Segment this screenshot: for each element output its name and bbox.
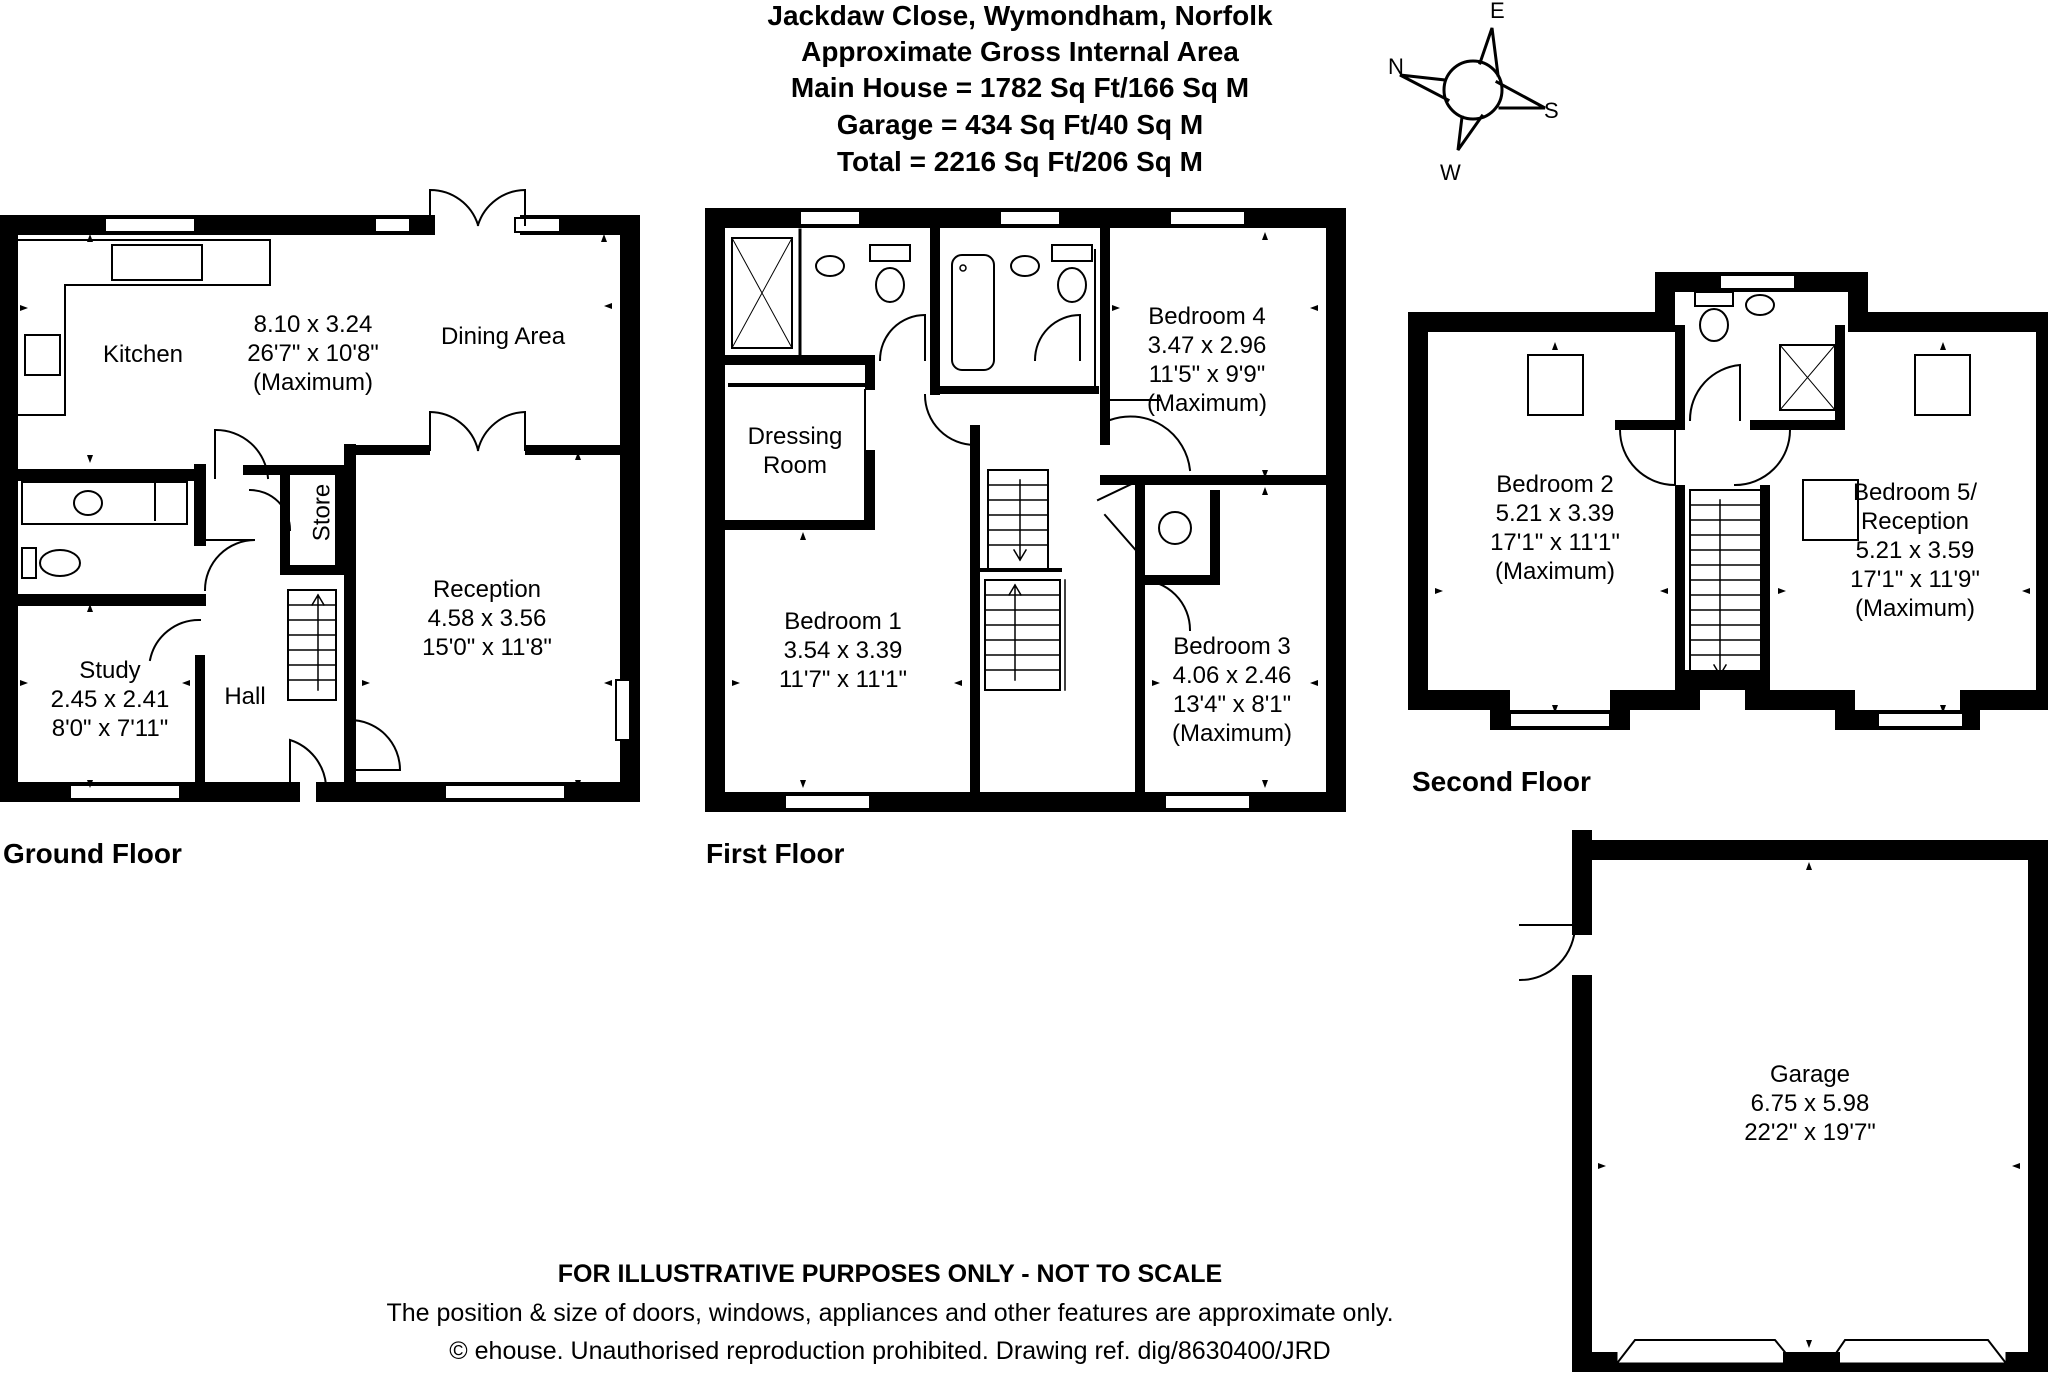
total-area: Total = 2216 Sq Ft/206 Sq M xyxy=(837,146,1203,177)
compass-s-label: S xyxy=(1544,98,1559,123)
room-reception: Reception 4.58 x 3.56 15'0" x 11'8" xyxy=(422,576,552,661)
approximate-note: The position & size of doors, windows, a… xyxy=(386,1299,1394,1327)
garage-plan xyxy=(1518,830,2048,1372)
room-bedroom-1: Bedroom 1 3.54 x 3.39 11'7" x 11'1" xyxy=(778,608,908,693)
room-garage: Garage 6.75 x 5.98 22'2" x 19'7" xyxy=(1744,1061,1876,1146)
second-floor-plan xyxy=(1408,272,2048,730)
copyright-text: © ehouse. Unauthorised reproduction proh… xyxy=(449,1337,1331,1365)
room-hall: Hall xyxy=(224,683,266,710)
room-dining-area: Dining Area xyxy=(440,323,566,350)
disclaimer-text: FOR ILLUSTRATIVE PURPOSES ONLY - NOT TO … xyxy=(557,1260,1223,1288)
compass-w-label: W xyxy=(1440,160,1461,185)
main-house-area: Main House = 1782 Sq Ft/166 Sq M xyxy=(790,72,1250,103)
second-floor-label: Second Floor xyxy=(1412,766,1591,797)
first-floor-plan xyxy=(705,208,1346,812)
compass-n-label: N xyxy=(1388,54,1404,79)
ground-floor-label: Ground Floor xyxy=(3,838,182,869)
address-title: Jackdaw Close, Wymondham, Norfolk xyxy=(767,0,1273,31)
compass-e-label: E xyxy=(1490,0,1505,23)
ground-floor-plan xyxy=(0,188,640,802)
room-dressing: Dressing Room xyxy=(747,423,843,479)
room-store: Store xyxy=(308,483,336,542)
room-bedroom-3: Bedroom 3 4.06 x 2.46 13'4" x 8'1" (Maxi… xyxy=(1172,633,1292,747)
area-title: Approximate Gross Internal Area xyxy=(801,36,1239,67)
first-floor-label: First Floor xyxy=(706,838,845,869)
room-bedroom-5-reception: Bedroom 5/ Reception 5.21 x 3.59 17'1" x… xyxy=(1850,479,1980,622)
room-kitchen: Kitchen xyxy=(102,341,184,368)
compass-rose-icon xyxy=(1399,27,1546,151)
kitchen-dimensions: 8.10 x 3.24 26'7" x 10'8" (Maximum) xyxy=(247,311,379,396)
room-study: Study 2.45 x 2.41 8'0" x 7'11" xyxy=(50,657,170,742)
room-bedroom-4: Bedroom 4 3.47 x 2.96 11'5" x 9'9" (Maxi… xyxy=(1147,303,1267,417)
room-bedroom-2: Bedroom 2 5.21 x 3.39 17'1" x 11'1" (Max… xyxy=(1490,471,1620,585)
garage-area: Garage = 434 Sq Ft/40 Sq M xyxy=(836,109,1204,140)
